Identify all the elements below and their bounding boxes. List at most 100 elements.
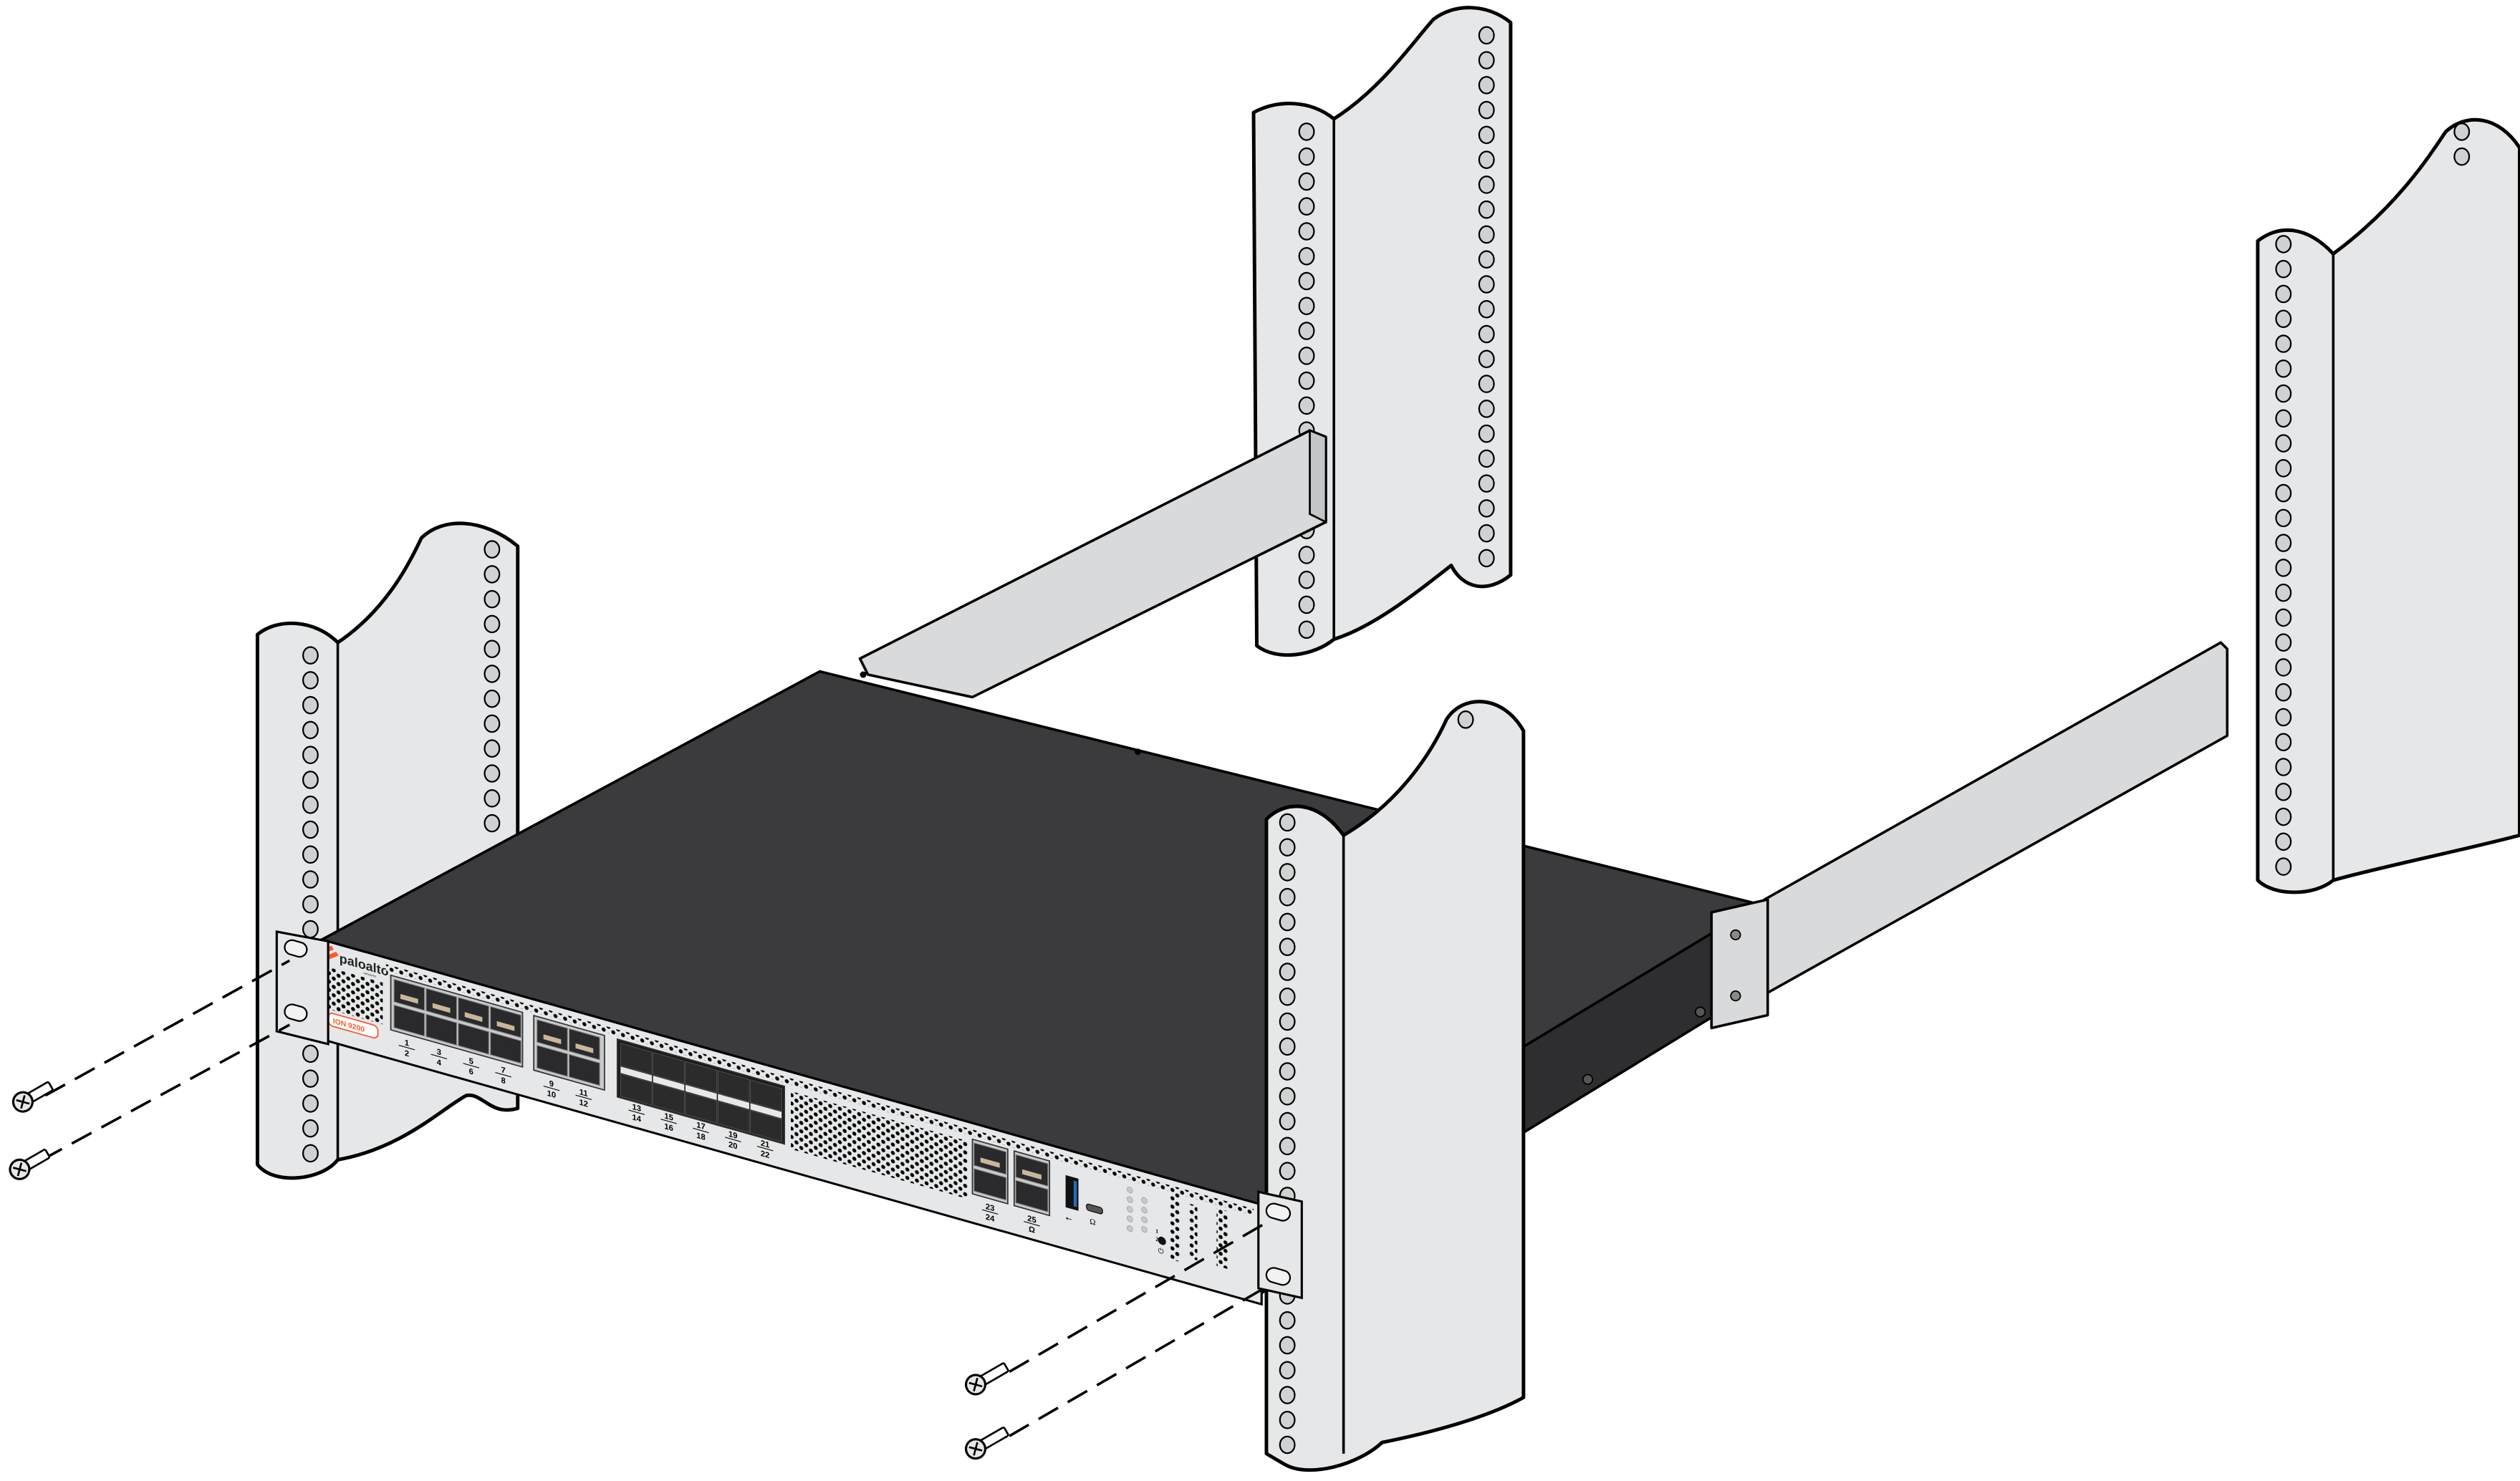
rj45-port[interactable] (425, 1013, 458, 1046)
usb-port[interactable] (1065, 1174, 1079, 1211)
mounting-hole (2275, 483, 2292, 503)
port-label-top: 25 (1027, 1215, 1037, 1225)
mounting-hole (302, 845, 319, 864)
port-label: 56 (463, 1057, 479, 1077)
mounting-hole (2275, 534, 2292, 552)
port-label-bottom: 20 (728, 1140, 737, 1151)
mounting-hole (1279, 1162, 1296, 1180)
port-label-bottom: 22 (761, 1149, 769, 1160)
rj45-ports-23-25[interactable] (971, 1138, 1051, 1217)
mounting-hole (1279, 1087, 1296, 1106)
mounting-hole (1478, 524, 1495, 543)
port-label-bottom: 4 (437, 1058, 442, 1068)
mounting-hole (2275, 857, 2292, 876)
mounting-hole (1478, 449, 1495, 468)
vent-column (1189, 1203, 1198, 1261)
mounting-hole (484, 640, 501, 658)
mounting-hole (484, 614, 501, 634)
mounting-hole (1279, 912, 1296, 932)
power-icon: ⏻ (1158, 1247, 1164, 1256)
sfp-port[interactable] (653, 1082, 685, 1115)
rj45-port[interactable] (393, 1004, 425, 1037)
sfp-link-indicator (653, 1075, 685, 1091)
sfp-port[interactable] (717, 1070, 750, 1103)
mounting-hole (1478, 400, 1495, 418)
port-label-top: 23 (986, 1202, 994, 1213)
mounting-hole (2275, 782, 2292, 801)
status-led (1126, 1215, 1133, 1222)
rj45-ports-9-12[interactable] (533, 1014, 605, 1091)
rj45-port[interactable] (458, 1022, 489, 1055)
mounting-hole (1279, 1410, 1296, 1429)
mounting-hole (1279, 1311, 1296, 1330)
mounting-hole (2275, 832, 2292, 852)
mounting-hole (302, 1044, 319, 1063)
rj45-port[interactable] (1015, 1180, 1049, 1212)
console-port[interactable] (1086, 1203, 1103, 1215)
mounting-hole (484, 788, 501, 808)
mounting-rail-right (1710, 641, 2229, 1030)
sfp-port[interactable] (750, 1109, 782, 1142)
sfp-port[interactable] (653, 1051, 685, 1084)
mounting-hole (2275, 359, 2292, 378)
vent-column (1216, 1207, 1228, 1270)
vent-column (1170, 1185, 1180, 1263)
rj45-port[interactable] (973, 1168, 1007, 1201)
mounting-hole (1298, 296, 1315, 316)
mounting-hole (484, 764, 501, 783)
mounting-hole (1298, 396, 1315, 415)
mounting-hole (1478, 375, 1495, 393)
mounting-hole (1298, 122, 1315, 141)
sfp-port[interactable] (620, 1043, 653, 1075)
mounting-hole (2275, 459, 2292, 478)
rj45-port[interactable] (490, 1031, 521, 1064)
mounting-hole (2275, 309, 2292, 329)
mounting-hole (1279, 1336, 1296, 1355)
rj45-ports-1-8[interactable] (390, 974, 524, 1068)
port-label-bottom: 12 (579, 1099, 587, 1109)
mounting-hole (302, 894, 319, 914)
mounting-hole (2275, 807, 2292, 826)
mounting-hole (1478, 100, 1495, 120)
mounting-hole (1279, 838, 1296, 857)
mounting-hole (484, 814, 501, 833)
port-label-top: 1 (405, 1038, 410, 1048)
sfp-port[interactable] (750, 1079, 782, 1112)
mounting-hole (1478, 275, 1495, 294)
sfp-link-indicator (620, 1066, 653, 1082)
sfp-ports-13-22[interactable] (616, 1038, 785, 1145)
mounting-hole (1298, 271, 1315, 291)
mounting-ear-right (1257, 1190, 1303, 1300)
mounting-hole (302, 646, 319, 665)
sfp-port[interactable] (685, 1091, 718, 1124)
port-label: 910 (543, 1079, 560, 1100)
sfp-port[interactable] (685, 1061, 718, 1094)
mounting-hole (1478, 324, 1495, 344)
mounting-hole (302, 1119, 319, 1138)
rack-post-back-right (2256, 117, 2520, 894)
sfp-port[interactable] (620, 1073, 653, 1106)
mounting-hole (484, 689, 501, 708)
mounting-hole (1478, 474, 1495, 493)
power-button[interactable] (1158, 1235, 1166, 1245)
port-label-bottom: 16 (664, 1122, 673, 1133)
port-label: 25Ω (1024, 1215, 1040, 1235)
svg-text:networks: networks (363, 971, 377, 978)
rj45-port[interactable] (537, 1044, 568, 1077)
mounting-hole (1279, 1386, 1296, 1404)
status-led (1141, 1197, 1148, 1204)
status-led (1141, 1207, 1148, 1214)
mounting-hole (302, 1094, 319, 1113)
mounting-hole (1279, 1062, 1296, 1081)
mounting-hole (1298, 371, 1315, 390)
mounting-hole (1298, 620, 1315, 640)
port-label-bottom: 6 (469, 1067, 473, 1077)
rj45-port[interactable] (568, 1053, 600, 1086)
sfp-port[interactable] (717, 1101, 750, 1133)
mounting-hole (1298, 147, 1315, 166)
mounting-hole (484, 665, 501, 683)
